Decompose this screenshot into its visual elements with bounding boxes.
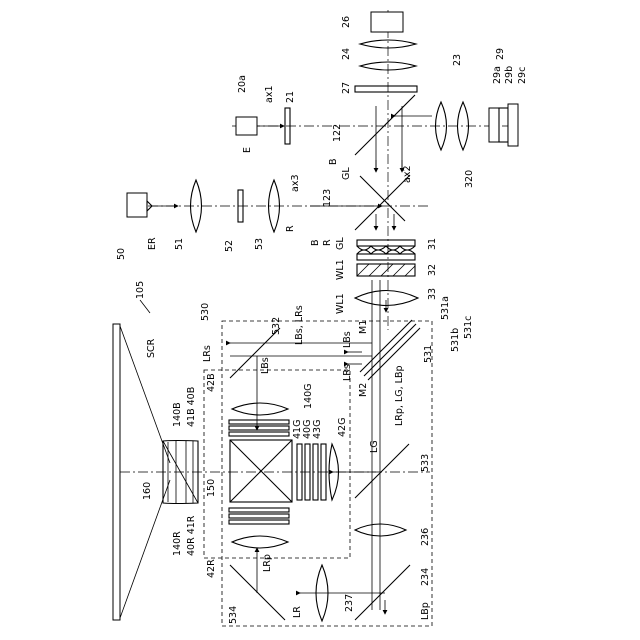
label-gl-top: GL <box>341 167 352 180</box>
element-29b <box>499 108 508 142</box>
label-150: 150 <box>206 479 217 497</box>
label-33: 33 <box>427 288 438 300</box>
label-lrp-lg-lbp: LRp, LG, LBp <box>394 366 405 427</box>
label-29b: 29b <box>504 66 515 84</box>
label-41b-40b: 41B 40B <box>186 387 197 427</box>
plate-27 <box>355 86 417 92</box>
dichroic-122 <box>355 95 415 155</box>
label-530: 530 <box>200 303 211 321</box>
screen-scr <box>113 324 120 620</box>
lens-33 <box>355 291 418 306</box>
label-53: 53 <box>254 238 265 250</box>
source-50 <box>127 193 147 217</box>
relay-lens-236 <box>355 524 406 536</box>
label-532: 532 <box>271 317 282 335</box>
screen-group <box>113 324 430 620</box>
label-42r: 42R <box>206 559 217 578</box>
label-lbs-lrs: LBs, LRs <box>294 305 305 345</box>
label-lr: LR <box>292 606 303 618</box>
label-r-col: R <box>322 239 333 246</box>
label-21: 21 <box>285 91 296 103</box>
label-29a: 29a <box>492 66 503 84</box>
label-105: 105 <box>135 281 146 299</box>
label-m1: M1 <box>358 320 369 334</box>
label-lbs-mid: LBs <box>260 357 271 374</box>
label-140g: 140G <box>303 384 314 410</box>
label-e: E <box>242 147 253 153</box>
label-29c: 29c <box>517 67 528 84</box>
label-50: 50 <box>116 248 127 260</box>
label-140r: 140R <box>172 531 183 556</box>
field-lens-42r <box>232 536 288 548</box>
source-20a <box>236 117 257 135</box>
label-51: 51 <box>174 238 185 250</box>
cross-dichroic-prism-150 <box>230 440 292 502</box>
label-b-top: B <box>328 158 339 165</box>
lens-array-31 <box>357 240 415 260</box>
label-20a: 20a <box>237 75 248 93</box>
label-43g: 43G <box>312 420 323 439</box>
field-lens-42b <box>232 403 288 415</box>
light-guide-paths <box>230 280 420 621</box>
label-lrp: LRp <box>262 554 273 572</box>
label-237: 237 <box>344 594 355 612</box>
label-wl1-a: WL1 <box>335 259 346 280</box>
label-lrs-right: LRs <box>342 364 353 381</box>
element-29a <box>489 108 499 142</box>
label-gl-col: GL <box>335 237 346 250</box>
label-534: 534 <box>228 606 239 624</box>
label-531: 531 <box>423 345 434 363</box>
red-modulator-stack <box>229 508 289 548</box>
label-24: 24 <box>341 48 352 60</box>
label-32: 32 <box>427 264 438 276</box>
reference-labels: 105 SCR 160 150 140R 40R 41R 42R 140B 41… <box>116 16 528 624</box>
mirror-234 <box>355 565 410 620</box>
label-140b: 140B <box>172 402 183 427</box>
label-lg: LG <box>369 440 380 453</box>
modulator-enclosure <box>204 370 350 558</box>
label-m2: M2 <box>358 383 369 397</box>
label-40r-41r: 40R 41R <box>186 515 197 556</box>
label-42b: 42B <box>206 373 217 392</box>
projection-lens-160 <box>163 441 198 504</box>
label-ax1: ax1 <box>264 86 275 104</box>
label-234: 234 <box>420 568 431 586</box>
label-531c: 531c <box>463 316 474 339</box>
label-b-col: B <box>310 239 321 246</box>
element-29c <box>508 104 518 146</box>
label-lbp: LBp <box>420 602 431 620</box>
label-236: 236 <box>420 528 431 546</box>
label-29: 29 <box>495 48 506 60</box>
label-123: 123 <box>322 189 333 207</box>
label-26: 26 <box>341 16 352 28</box>
label-23: 23 <box>452 54 463 66</box>
blue-modulator-stack <box>229 403 289 436</box>
label-ax2: ax2 <box>402 166 413 184</box>
label-27: 27 <box>341 82 352 94</box>
label-533: 533 <box>420 454 431 472</box>
mirror-533 <box>355 444 409 498</box>
block-26 <box>371 12 403 32</box>
label-scr: SCR <box>146 338 157 358</box>
element-32 <box>357 264 415 276</box>
label-wl1-b: WL1 <box>335 293 346 314</box>
label-er: ER <box>147 237 158 250</box>
label-r-lens: R <box>285 225 296 232</box>
dichroic-123b <box>360 176 405 221</box>
label-531b: 531b <box>450 328 461 352</box>
label-ax3: ax3 <box>290 175 301 193</box>
label-320: 320 <box>464 170 475 188</box>
label-31: 31 <box>427 238 438 250</box>
label-122: 122 <box>332 124 343 142</box>
label-lrs-top: LRs <box>202 345 213 362</box>
label-52: 52 <box>224 240 235 252</box>
label-160: 160 <box>142 482 153 500</box>
label-42g: 42G <box>337 418 348 437</box>
label-531a: 531a <box>440 296 451 320</box>
label-lbs-right: LBs <box>342 331 353 348</box>
